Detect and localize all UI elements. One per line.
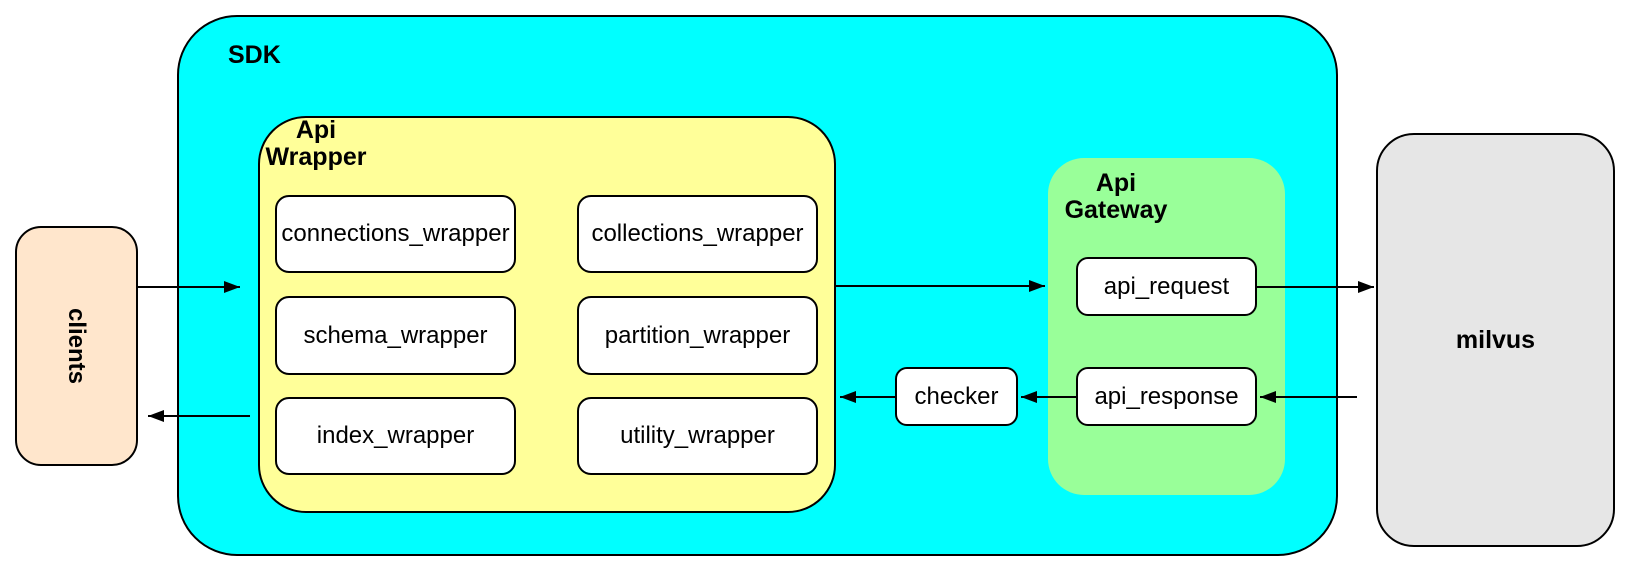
node-schema-wrapper: schema_wrapper xyxy=(275,296,516,375)
node-api-request: api_request xyxy=(1076,257,1257,316)
api-gateway-label-line2: Gateway xyxy=(1064,196,1168,224)
node-partition-wrapper: partition_wrapper xyxy=(577,296,818,375)
node-api-response: api_response xyxy=(1076,367,1257,426)
node-connections-wrapper: connections_wrapper xyxy=(275,195,516,273)
api-gateway-label-line1: Api xyxy=(1095,169,1137,197)
api-wrapper-label: Api Wrapper xyxy=(258,117,374,171)
sdk-label: SDK xyxy=(228,41,281,69)
milvus-label: milvus xyxy=(1455,325,1536,354)
node-index-wrapper: index_wrapper xyxy=(275,397,516,475)
node-checker: checker xyxy=(895,367,1018,426)
api-wrapper-label-line1: Api xyxy=(295,116,337,144)
node-utility-wrapper: utility_wrapper xyxy=(577,397,818,475)
clients-box: clients xyxy=(15,226,138,466)
api-wrapper-label-line2: Wrapper xyxy=(265,143,367,171)
milvus-box: milvus xyxy=(1376,133,1615,547)
api-gateway-label: Api Gateway xyxy=(1056,170,1176,224)
node-collections-wrapper: collections_wrapper xyxy=(577,195,818,273)
clients-label: clients xyxy=(63,307,91,385)
api-gateway-container xyxy=(1048,158,1285,495)
